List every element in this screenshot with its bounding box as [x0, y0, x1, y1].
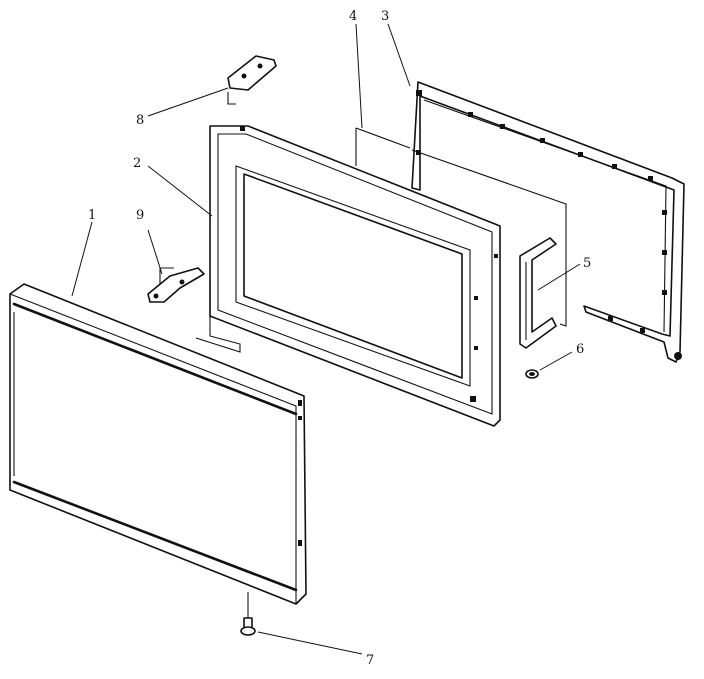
part-9-bottom-hinge — [147, 267, 205, 303]
part-8-top-hinge — [227, 55, 277, 105]
callout-5: 5 — [583, 256, 591, 271]
part-5-latch — [519, 237, 557, 349]
callout-8: 8 — [136, 113, 144, 128]
callout-7: 7 — [366, 653, 374, 668]
part-6-screw — [525, 369, 539, 379]
callout-4: 4 — [349, 9, 357, 24]
callout-1: 1 — [88, 208, 96, 223]
callout-9: 9 — [136, 208, 144, 223]
part-7-screw — [240, 592, 256, 636]
part-3-choke-frame — [411, 81, 685, 363]
callout-2: 2 — [133, 156, 141, 171]
callout-3: 3 — [381, 9, 389, 24]
part-2-door-frame — [209, 125, 501, 427]
leader-lines — [71, 23, 581, 655]
part-4-door-film — [195, 127, 567, 353]
part-1-door-panel — [9, 283, 307, 605]
callout-labels: 1 2 3 4 5 6 7 8 9 — [88, 9, 591, 668]
callout-6: 6 — [576, 342, 584, 357]
